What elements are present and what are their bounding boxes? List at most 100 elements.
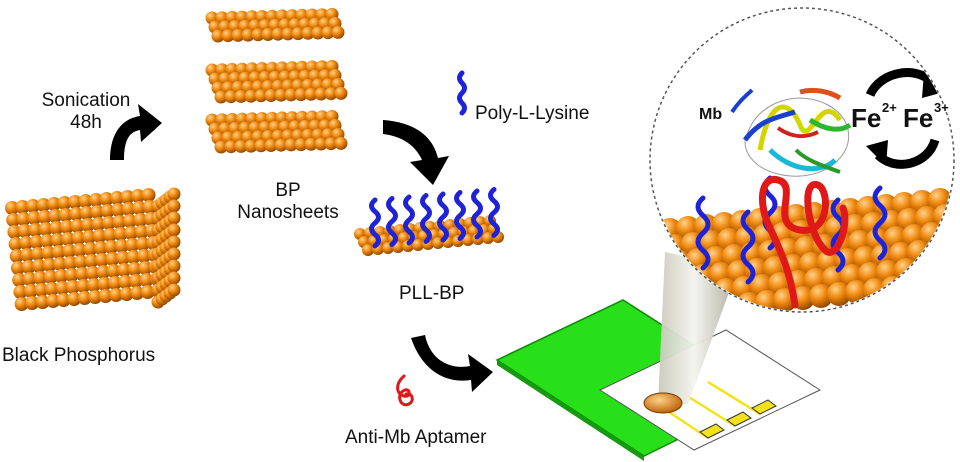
phosphorus-atom	[42, 258, 57, 272]
phosphorus-atom	[34, 283, 49, 297]
phosphorus-atom	[134, 225, 149, 239]
pll-strands	[369, 187, 500, 249]
phosphorus-atom	[19, 236, 34, 250]
phosphorus-atom	[40, 234, 55, 248]
phosphorus-atom	[271, 27, 285, 41]
phosphorus-atom	[86, 278, 101, 292]
phosphorus-atom	[294, 138, 308, 152]
phosphorus-atom	[88, 290, 103, 304]
fe3-label: Fe	[903, 103, 933, 133]
phosphorus-atom	[131, 189, 145, 203]
phosphorus-atom	[231, 28, 245, 42]
phosphorus-atom	[65, 280, 80, 294]
phosphorus-atom	[101, 216, 116, 230]
phosphorus-atom	[935, 270, 953, 294]
poly-l-lysine-label: Poly-L-Lysine	[475, 103, 590, 124]
phosphorus-atom	[930, 254, 953, 278]
phosphorus-atom	[59, 220, 74, 234]
phosphorus-atom	[241, 28, 255, 42]
phosphorus-atom	[264, 139, 278, 152]
phosphorus-atom	[334, 136, 348, 150]
phosphorus-atom	[118, 275, 133, 289]
phosphorus-atom	[899, 274, 923, 298]
phosphorus-atom	[126, 250, 141, 264]
phosphorus-atom	[321, 26, 335, 40]
phosphorus-atom	[85, 266, 100, 280]
phosphorus-atom	[53, 257, 67, 271]
phosphorus-atom	[311, 26, 325, 40]
phosphorus-atom	[132, 201, 147, 215]
phosphorus-atom	[70, 219, 85, 233]
phosphorus-atom	[167, 235, 181, 249]
phosphorus-atom	[56, 293, 71, 307]
phosphorus-atom	[92, 229, 107, 243]
phosphorus-atom	[105, 252, 120, 266]
pll-strand	[437, 191, 449, 243]
phosphorus-atom	[62, 244, 77, 258]
pll-strand	[369, 197, 381, 249]
phosphorus-atom	[89, 193, 103, 207]
phosphorus-atom	[48, 209, 63, 223]
phosphorus-atom	[314, 87, 328, 101]
phosphorus-atom	[167, 259, 181, 273]
phosphorus-atom	[301, 26, 315, 40]
phosphorus-atom	[291, 27, 305, 41]
phosphorus-atom	[5, 201, 19, 215]
phosphorus-atom	[214, 90, 228, 104]
phosphorus-atom	[117, 263, 132, 277]
sonication-label-line1: Sonication	[41, 90, 131, 111]
phosphorus-atom	[224, 90, 238, 104]
phosphorus-atom	[925, 238, 949, 262]
phosphorus-atom	[264, 89, 278, 102]
phosphorus-atom	[14, 297, 29, 311]
phosphorus-atom	[113, 227, 128, 241]
phosphorus-atom	[234, 139, 248, 153]
phosphorus-atom	[953, 268, 960, 292]
phosphorus-atom	[68, 195, 82, 209]
phosphorus-atom	[30, 247, 45, 261]
phosphorus-atom	[12, 273, 27, 287]
phosphorus-atom	[314, 137, 328, 151]
sonication-arrow	[110, 104, 162, 160]
phosphorus-atom	[167, 187, 181, 201]
pll-strand	[403, 194, 415, 246]
phosphorus-atom	[83, 242, 98, 256]
phosphorus-atom	[29, 235, 44, 249]
phosphorus-atom	[114, 239, 129, 253]
zoom-pll-strand	[872, 185, 888, 261]
phosphorus-atom	[58, 208, 73, 222]
phosphorus-atom	[47, 197, 61, 211]
phosphorus-atom	[167, 271, 181, 285]
phosphorus-atom	[6, 213, 21, 227]
mb-label: Mb	[699, 106, 722, 123]
phosphorus-atom	[16, 212, 31, 226]
zoom-pll-strand	[740, 209, 756, 285]
phosphorus-atom	[109, 288, 124, 302]
phosphorus-atom	[334, 86, 348, 100]
phosphorus-atom	[50, 233, 65, 247]
phosphorus-atom	[116, 251, 130, 265]
phosphorus-atom	[67, 292, 82, 306]
magnifier-cone	[658, 252, 738, 404]
phosphorus-atom	[22, 272, 37, 286]
phosphorus-atom	[139, 273, 154, 287]
phosphorus-atom	[462, 234, 474, 246]
phosphorus-atom	[46, 294, 61, 308]
phosphorus-atom	[90, 205, 105, 219]
pll-legend-icon	[457, 70, 467, 116]
phosphorus-atom	[33, 271, 48, 285]
phosphorus-atom	[71, 231, 86, 245]
phosphorus-atom	[167, 247, 181, 261]
phosphorus-atom	[32, 259, 46, 273]
phosphorus-atom	[76, 279, 91, 293]
phosphorus-atom	[82, 230, 97, 244]
phosphorus-atom	[110, 191, 124, 205]
phosphorus-atom	[80, 218, 95, 232]
working-electrode-disc	[643, 392, 683, 414]
pll-strand	[488, 187, 500, 238]
fe2-label: Fe	[851, 103, 881, 133]
phosphorus-atom	[97, 277, 112, 291]
phosphorus-atom	[211, 29, 225, 43]
phosphorus-atom	[167, 211, 181, 225]
